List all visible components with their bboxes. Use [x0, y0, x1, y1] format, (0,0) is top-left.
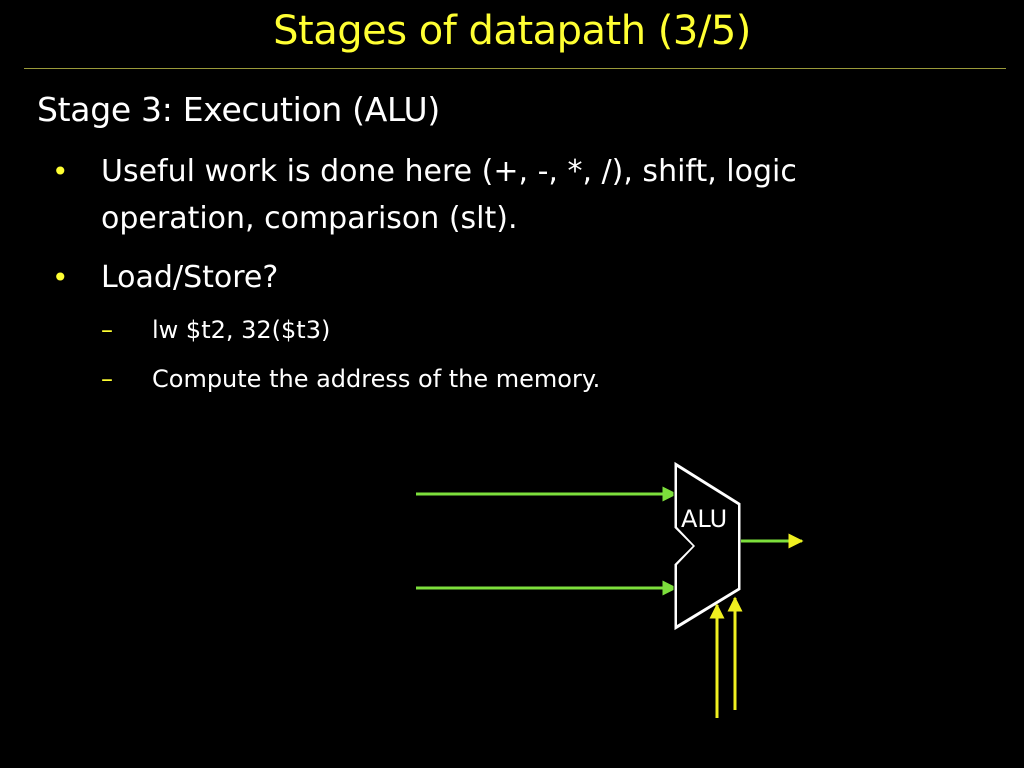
- bullet-item-useful-work: • Useful work is done here (+, -, *, /),…: [52, 148, 881, 242]
- alu-diagram: [416, 460, 804, 718]
- bullet-item-load-store: • Load/Store?: [52, 254, 881, 301]
- sub-bullet-text: Compute the address of the memory.: [152, 365, 601, 393]
- bullet-text: Useful work is done here (+, -, *, /), s…: [101, 154, 797, 236]
- bullet-text: Load/Store?: [101, 260, 279, 295]
- section-heading: Stage 3: Execution (ALU): [37, 90, 440, 129]
- bullet-marker: •: [52, 155, 69, 188]
- title-divider: [24, 68, 1006, 69]
- sub-bullet-compute-address: – Compute the address of the memory.: [101, 364, 601, 394]
- bullet-marker: •: [52, 261, 69, 294]
- sub-bullet-marker: –: [101, 365, 113, 393]
- sub-bullet-text: lw $t2, 32($t3): [152, 316, 331, 344]
- alu-label: ALU: [681, 505, 728, 533]
- sub-bullet-lw-instruction: – lw $t2, 32($t3): [101, 315, 331, 345]
- sub-bullet-marker: –: [101, 316, 113, 344]
- alu-shape-inner: [677, 467, 738, 625]
- slide-title: Stages of datapath (3/5): [273, 8, 751, 54]
